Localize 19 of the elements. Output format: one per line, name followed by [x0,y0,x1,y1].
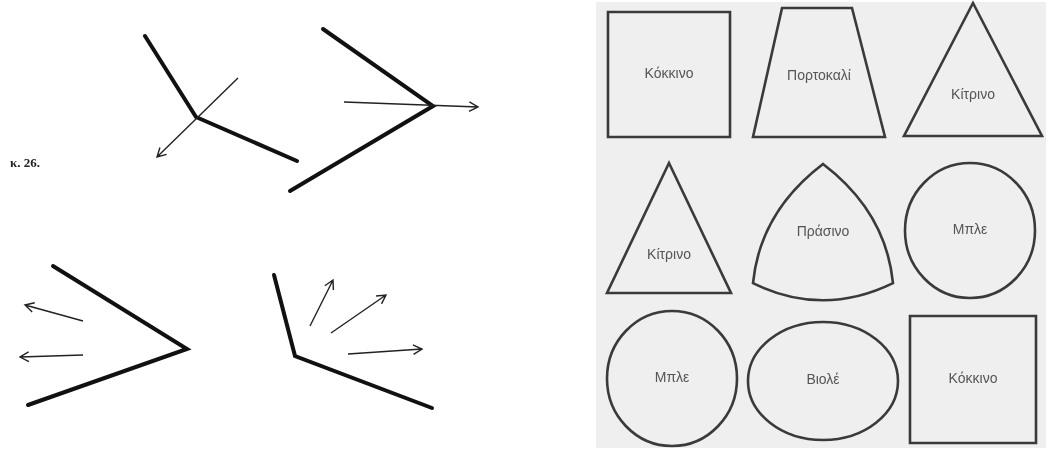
shape-label: Πράσινο [795,223,851,239]
trapezoid-shape [753,8,885,137]
shape-label: Μπλε [653,369,691,385]
figure-number: κ. 26. [10,155,40,171]
shape-label: Κόκκινο [643,65,695,81]
shape-label: Κόκκινο [947,370,999,386]
shape-label: Πορτοκαλί [786,67,852,83]
circle-shape [607,311,737,446]
triangle-shape [607,163,731,293]
shape-label: Κίτρινο [646,246,692,262]
square-shape [910,316,1036,443]
square-shape [608,12,730,137]
rounded-triangle-shape [753,164,893,301]
oval-shape [748,322,898,440]
shape-label: Βιολέ [805,371,841,387]
circle-shape [905,163,1035,298]
triangle-shape [904,3,1042,136]
shape-label: Κίτρινο [950,86,996,102]
shape-label: Μπλε [951,221,989,237]
